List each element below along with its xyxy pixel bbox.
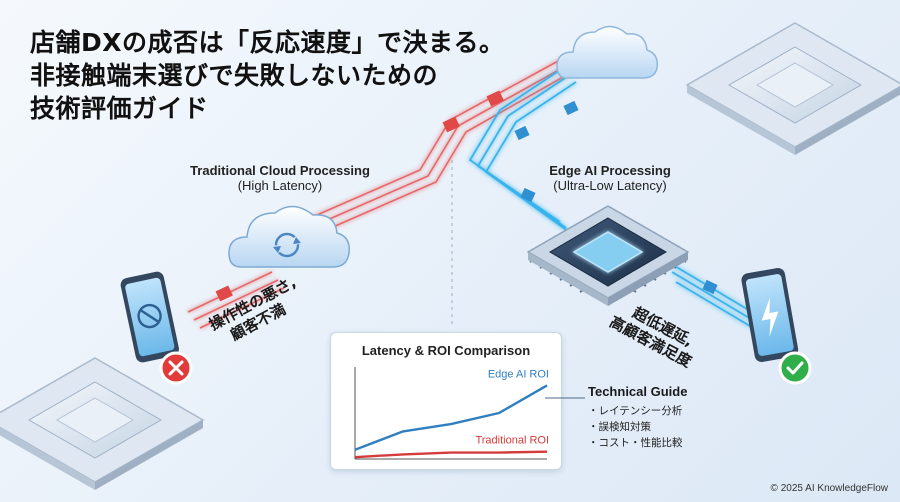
smartphone-icon bbox=[120, 271, 179, 363]
cloud-sync-icon bbox=[228, 205, 350, 268]
error-icon bbox=[159, 351, 193, 385]
chart-title: Latency & ROI Comparison bbox=[361, 343, 531, 358]
success-icon bbox=[778, 351, 812, 385]
copyright: © 2025 AI KnowledgeFlow bbox=[770, 483, 888, 494]
cloud-latency-path bbox=[187, 59, 573, 329]
edge-section-title: Edge AI Processing bbox=[549, 163, 671, 178]
cloud-icon bbox=[556, 25, 659, 79]
cloud-section-title: Traditional Cloud Processing bbox=[190, 163, 370, 178]
series-label: Traditional ROI bbox=[475, 435, 549, 447]
title-line: 技術評価ガイド bbox=[30, 94, 209, 123]
technical-guide: Technical Guide レイテンシー分析 誤検知対策 コスト・性能比較 bbox=[588, 384, 687, 451]
lightning-icon bbox=[761, 297, 779, 337]
series-line bbox=[354, 384, 548, 451]
cloud-section-subtitle: (High Latency) bbox=[237, 178, 323, 193]
series-line bbox=[354, 450, 548, 459]
smartphone-icon bbox=[741, 267, 799, 363]
series-label: Edge AI ROI bbox=[488, 368, 549, 380]
guide-item: コスト・性能比較 bbox=[588, 435, 687, 451]
guide-item: 誤検知対策 bbox=[588, 419, 687, 435]
page-title: 店舗DXの成否は「反応速度」で決まる。 非接触端末選びで失敗しないための 技術評… bbox=[30, 26, 505, 125]
title-line: 非接触端末選びで失敗しないための bbox=[30, 61, 439, 90]
edge-section-label: Edge AI Processing (Ultra-Low Latency) bbox=[510, 163, 710, 193]
title-line: 店舗DXの成否は「反応速度」で決まる。 bbox=[30, 28, 505, 57]
guide-title: Technical Guide bbox=[588, 384, 688, 399]
processor-chip-icon bbox=[685, 22, 900, 155]
cloud-section-label: Traditional Cloud Processing (High Laten… bbox=[180, 163, 380, 193]
roi-line-chart: Edge AI ROI Traditional ROI bbox=[354, 367, 549, 460]
edge-section-subtitle: (Ultra-Low Latency) bbox=[553, 178, 667, 193]
data-packet-icon bbox=[514, 100, 718, 295]
ai-chip-icon bbox=[526, 205, 690, 306]
data-packet-icon bbox=[215, 90, 504, 302]
roi-comparison-card: Latency & ROI Comparison Edge AI ROI Trad… bbox=[330, 332, 562, 470]
processor-chip-icon bbox=[0, 357, 205, 490]
guide-item: レイテンシー分析 bbox=[588, 403, 687, 419]
